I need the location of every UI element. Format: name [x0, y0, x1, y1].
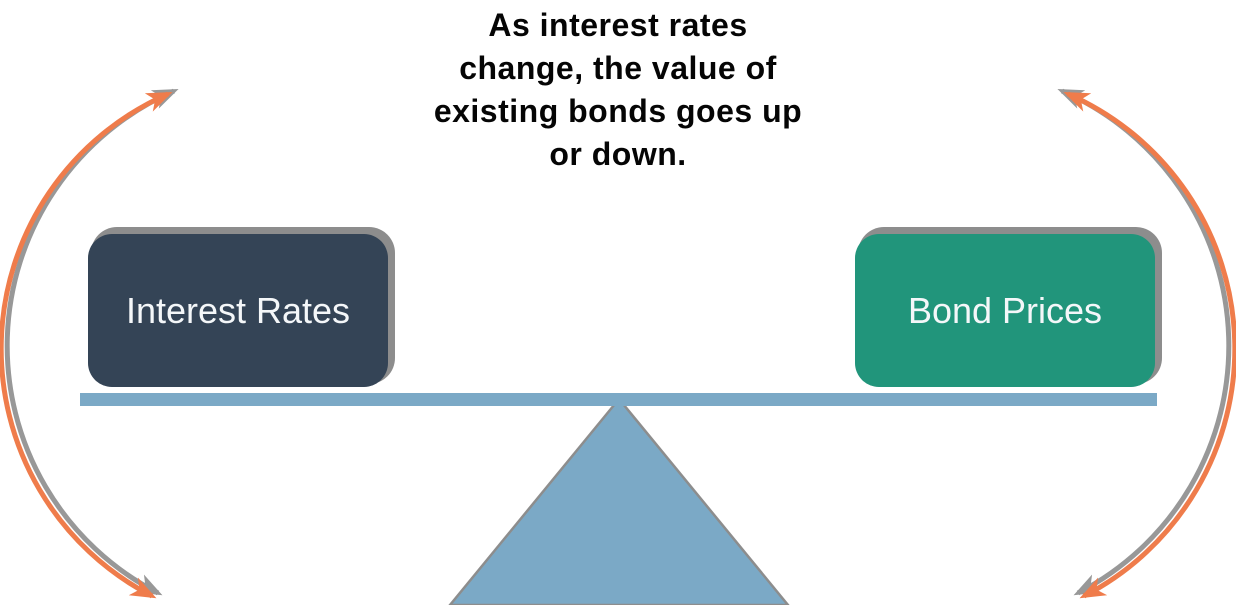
interest-rates-box: Interest Rates	[88, 234, 388, 387]
title-line-3: existing bonds goes up	[433, 93, 803, 129]
seesaw-beam	[80, 393, 1157, 406]
bond-prices-box: Bond Prices	[855, 234, 1155, 387]
interest-rates-label: Interest Rates	[125, 289, 351, 331]
curved-double-arrow-right-icon	[1057, 88, 1236, 599]
curved-arrow-right	[1063, 91, 1236, 599]
title-line-4: or down.	[549, 136, 687, 172]
curved-arrow-left	[0, 91, 173, 599]
title-line-2: change, the value of	[459, 50, 777, 86]
title-caption: As interest rates change, the value of e…	[318, 4, 918, 176]
title-line-1: As interest rates	[488, 7, 748, 43]
curved-double-arrow-left-icon	[0, 88, 179, 599]
fulcrum-triangle-icon	[448, 397, 790, 605]
bond-prices-label: Bond Prices	[907, 289, 1103, 331]
